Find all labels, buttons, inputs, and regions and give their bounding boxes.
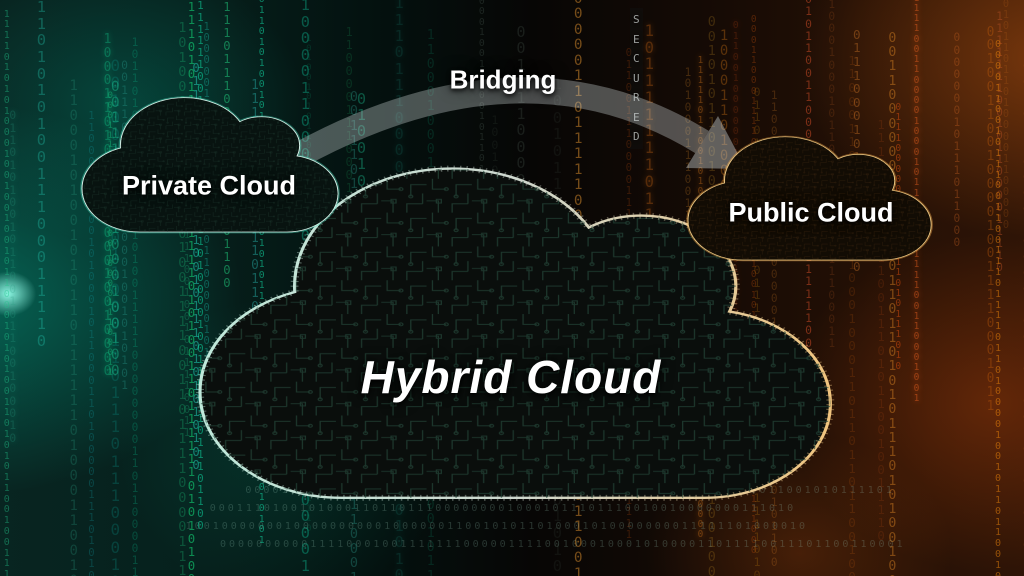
private-cloud-shape xyxy=(80,95,340,234)
private-cloud-circuit-texture xyxy=(82,97,338,232)
binary-rain-column: 0 0 0 0 0 0 0 1 0 1 1 1 0 1 1 0 0 0 xyxy=(953,31,961,250)
binary-row: 1001000000010000000000100000011001010110… xyxy=(185,521,809,532)
binary-rain-column: 1 0 1 1 0 1 0 1 0 0 1 1 1 1 0 1 1 0 1 0 … xyxy=(131,36,139,576)
binary-rain-column: 1 1 0 1 0 1 1 0 1 1 0 1 0 0 0 0 1 1 0 0 … xyxy=(1002,0,1009,232)
binary-rain-column: 1 1 1 1 0 1 0 1 0 1 0 0 0 1 0 0 1 0 0 1 … xyxy=(3,8,10,576)
binary-row: 0001110100101000110110111000000001000101… xyxy=(209,503,797,514)
bridging-arrow xyxy=(230,77,746,203)
binary-rain-column: 0 1 1 0 1 0 1 0 1 0 0 1 1 1 0 0 0 1 1 1 … xyxy=(36,0,47,350)
bridging-arc xyxy=(230,77,709,203)
binary-rain-column: 1 1 0 0 0 1 0 1 0 0 1 0 1 0 1 1 0 1 1 1 … xyxy=(69,77,78,576)
binary-rain-column: 0 0 1 1 1 0 0 1 1 1 0 0 0 1 0 0 1 0 0 xyxy=(110,77,120,379)
binary-rain-column: 0 0 1 0 1 1 0 0 0 0 1 0 0 0 0 1 0 0 1 0 … xyxy=(1023,58,1024,576)
binary-rain-column: 0 0 1 0 0 1 1 0 0 1 0 0 0 0 1 0 0 1 1 1 … xyxy=(986,24,995,414)
bridging-arrowhead-icon xyxy=(686,116,746,169)
binary-rain-column: 1 1 0 1 1 1 1 0 0 1 1 0 0 0 0 1 0 0 0 1 … xyxy=(913,0,920,404)
binary-rain-column: 0 1 1 0 1 0 1 0 0 1 0 1 1 0 0 1 0 1 1 0 … xyxy=(9,108,17,445)
binary-rain-column: 0 0 1 1 0 0 0 0 0 0 1 1 1 1 0 0 0 1 1 0 … xyxy=(888,30,897,576)
binary-rain-column: 0 0 0 0 1 1 0 0 1 0 1 1 1 0 0 1 1 0 0 1 … xyxy=(995,39,1002,576)
binary-rain-column: 1 1 1 1 1 1 1 0 0 1 0 1 1 0 0 0 0 1 1 1 … xyxy=(996,9,1003,275)
secured-vertical-text: S E C U R E D xyxy=(630,8,643,150)
binary-row: 0000000000111100010011111110000011110010… xyxy=(220,539,906,550)
